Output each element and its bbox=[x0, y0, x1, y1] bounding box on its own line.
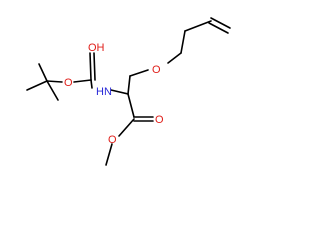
bond-alpha-nh bbox=[110, 89, 129, 95]
bond-alpha-carbonyl bbox=[127, 93, 135, 118]
bond-quaternary-methyl-down bbox=[46, 80, 59, 101]
bond-carbamate-c-oh-1 bbox=[89, 52, 92, 81]
bond-terminal-double-1 bbox=[210, 17, 231, 29]
bond-ch2-alpha bbox=[127, 75, 131, 95]
bond-quaternary-methyl-up bbox=[38, 63, 48, 82]
bond-o-ch2 bbox=[129, 69, 149, 77]
bond-carbonyl-o-ester bbox=[118, 118, 135, 137]
bond-ch2-o bbox=[167, 52, 182, 64]
bond-nh-carbamate-c bbox=[90, 79, 93, 89]
bond-terminal-double-2 bbox=[208, 22, 229, 34]
bond-o-methyl bbox=[105, 143, 113, 166]
oxygen-carbonyl-label: O bbox=[155, 114, 164, 126]
molecule-structure: O OH O HN O O bbox=[26, 17, 231, 166]
oxygen-carbamate-label: O bbox=[64, 77, 73, 89]
bond-ch2-ch2 bbox=[180, 30, 186, 54]
oxygen-ester-label: O bbox=[108, 134, 117, 146]
hydroxyl-label: OH bbox=[88, 42, 105, 54]
bond-o-quaternary-c bbox=[46, 80, 63, 83]
oxygen-ether-label: O bbox=[152, 64, 161, 76]
bond-vinyl-ch2 bbox=[184, 20, 212, 32]
bond-quaternary-methyl-left bbox=[26, 80, 48, 91]
bond-carbamate-c-o bbox=[73, 79, 92, 83]
amine-label: HN bbox=[96, 86, 112, 98]
bond-carbamate-c-oh-2 bbox=[93, 52, 96, 81]
